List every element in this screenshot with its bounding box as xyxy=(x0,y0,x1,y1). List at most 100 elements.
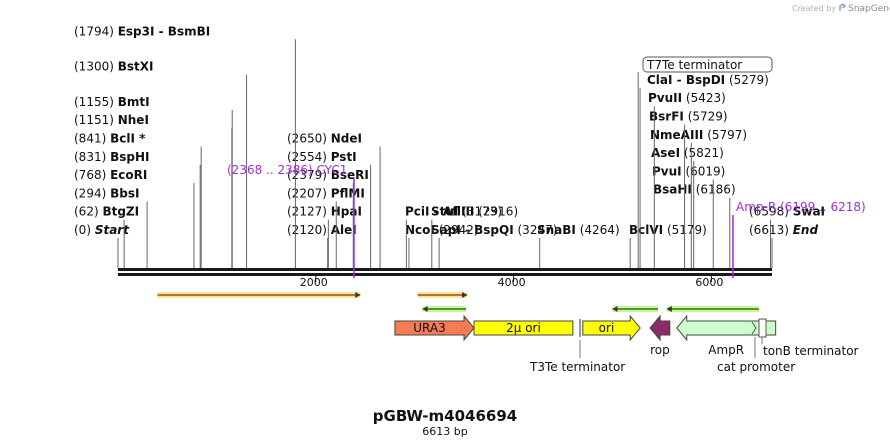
enzyme-site[interactable]: BsaHI (6186) xyxy=(653,183,736,197)
enzyme-name: NdeI xyxy=(331,132,362,146)
feature-glyph xyxy=(751,321,757,335)
feature-label: ori xyxy=(599,321,615,335)
enzyme-position: (831) xyxy=(74,150,110,164)
enzyme-position: (2379) xyxy=(287,168,331,182)
plasmid-length: 6613 bp xyxy=(422,425,468,438)
enzyme-site[interactable]: (768) EcoRI xyxy=(74,168,147,182)
enzyme-site[interactable]: (6613) End xyxy=(749,223,818,237)
enzyme-position: (6019) xyxy=(682,164,726,178)
t7te-terminator-label: T7Te terminator xyxy=(646,58,742,72)
feature-t3te-terminator[interactable]: T3Te terminator xyxy=(529,319,625,374)
enzyme-site[interactable]: (6598) SwaI xyxy=(749,205,825,219)
svg-text:(0) Start: (0) Start xyxy=(74,223,130,237)
enzyme-position: (1151) xyxy=(74,113,118,127)
highlight-site[interactable]: (2368 .. 2386) CYC1 xyxy=(227,163,355,278)
svg-text:(2120) AleI: (2120) AleI xyxy=(287,223,357,237)
enzyme-leader-lines xyxy=(117,39,773,268)
svg-text:(841) BclI *: (841) BclI * xyxy=(74,132,146,146)
svg-text:(2207) PflMI: (2207) PflMI xyxy=(287,186,365,200)
enzyme-site[interactable]: (1155) BmtI xyxy=(74,95,150,109)
enzyme-position: (2942) xyxy=(435,223,479,237)
credit-brand: SnapGene xyxy=(848,4,890,14)
snapgene-logo-icon xyxy=(838,3,846,12)
svg-text:(2127) HpaI: (2127) HpaI xyxy=(287,205,362,219)
enzyme-site[interactable]: (2554) PstI xyxy=(287,150,357,164)
enzyme-site[interactable]: (62) BtgZI xyxy=(74,205,139,219)
svg-text:(1794) Esp3I - BsmBI: (1794) Esp3I - BsmBI xyxy=(74,24,210,38)
enzyme-site[interactable]: PciI - AflIII (2916) xyxy=(405,205,518,219)
enzyme-site[interactable]: NmeAIII (5797) xyxy=(650,128,747,142)
t7te-terminator-box[interactable] xyxy=(642,56,773,73)
enzyme-site[interactable]: (2207) PflMI xyxy=(287,186,365,200)
enzyme-site[interactable]: (831) BspHI xyxy=(74,150,149,164)
highlight-range: (2368 .. 2386) xyxy=(227,163,317,177)
highlight-range: (6199 .. 6218) xyxy=(780,200,866,214)
feature-ura3[interactable]: URA3 xyxy=(394,314,475,342)
svg-text:(831) BspHI: (831) BspHI xyxy=(74,150,149,164)
feature-2-ori[interactable]: 2μ ori xyxy=(473,320,574,336)
enzyme-site[interactable]: PvuI (6019) xyxy=(652,164,725,178)
enzyme-site[interactable]: SnaBI (4264) xyxy=(537,223,620,237)
enzyme-site[interactable]: NcoI (2942) xyxy=(405,223,479,237)
enzyme-name: BspHI xyxy=(110,150,149,164)
enzyme-site[interactable]: StuI (3173) xyxy=(431,205,502,219)
primer-arrow[interactable] xyxy=(422,306,467,312)
svg-text:BsaHI (6186): BsaHI (6186) xyxy=(653,183,736,197)
primer-head xyxy=(422,306,428,312)
enzyme-site[interactable]: (2650) NdeI xyxy=(287,132,362,146)
enzyme-site[interactable]: SapI - BspQI (3247) xyxy=(431,223,557,237)
primer-head xyxy=(666,306,672,312)
svg-text:NcoI (2942): NcoI (2942) xyxy=(405,223,479,237)
enzyme-site[interactable]: BsrFI (5729) xyxy=(649,110,728,124)
enzyme-name: BbsI xyxy=(110,186,139,200)
primer-arrow[interactable] xyxy=(666,306,759,312)
enzyme-site[interactable]: (2379) BseRI xyxy=(287,168,369,182)
plasmid-title: pGBW-m4046694 xyxy=(372,407,518,425)
enzyme-name: BclVI xyxy=(629,223,663,237)
feature-tonb-terminator[interactable]: tonB terminator xyxy=(758,318,859,358)
feature-label: AmpR xyxy=(708,343,744,357)
feature-shape xyxy=(473,320,574,336)
enzyme-site[interactable]: BclVI (5179) xyxy=(629,223,707,237)
svg-text:Amp-R (6199 .. 6218): Amp-R (6199 .. 6218) xyxy=(736,200,866,214)
primer-arrow[interactable] xyxy=(417,292,468,298)
enzyme-site[interactable]: (2127) HpaI xyxy=(287,205,362,219)
enzyme-site[interactable]: (1794) Esp3I - BsmBI xyxy=(74,24,210,38)
enzyme-position: (5729) xyxy=(684,110,728,124)
enzyme-name: StuI xyxy=(431,205,458,219)
enzyme-position: (5423) xyxy=(682,91,726,105)
primer-head xyxy=(462,292,468,298)
svg-text:PvuII (5423): PvuII (5423) xyxy=(648,91,726,105)
enzyme-site[interactable]: (1151) NheI xyxy=(74,113,149,127)
enzyme-name: SwaI xyxy=(793,205,825,219)
enzyme-site[interactable]: (2120) AleI xyxy=(287,223,357,237)
enzyme-site[interactable]: (294) BbsI xyxy=(74,186,139,200)
enzyme-site[interactable]: (841) BclI * xyxy=(74,132,146,146)
svg-text:(1155) BmtI: (1155) BmtI xyxy=(74,95,150,109)
enzyme-position: (3247) xyxy=(514,223,558,237)
svg-text:(6613) End: (6613) End xyxy=(749,223,818,237)
enzyme-name: PflMI xyxy=(331,186,365,200)
enzyme-site[interactable]: (1300) BstXI xyxy=(74,60,153,74)
svg-text:(2379) BseRI: (2379) BseRI xyxy=(287,168,369,182)
feature-label: rop xyxy=(650,343,670,357)
feature-ori[interactable]: ori xyxy=(582,314,641,342)
enzyme-position: (2554) xyxy=(287,150,331,164)
svg-text:AseI (5821): AseI (5821) xyxy=(651,146,724,160)
enzyme-name: NcoI xyxy=(405,223,435,237)
primer-arrow[interactable] xyxy=(612,306,658,312)
highlight-site[interactable]: Amp-R (6199 .. 6218) xyxy=(732,200,866,278)
primer-arrow[interactable] xyxy=(157,292,361,298)
enzyme-site[interactable]: PvuII (5423) xyxy=(648,91,726,105)
enzyme-site[interactable]: (0) Start xyxy=(74,223,130,237)
enzyme-site[interactable]: ClaI - BspDI (5279) xyxy=(647,73,769,87)
enzyme-position: (5821) xyxy=(680,146,724,160)
enzyme-position: (2207) xyxy=(287,186,331,200)
feature-rop[interactable]: rop xyxy=(649,314,671,357)
svg-text:BclVI (5179): BclVI (5179) xyxy=(629,223,707,237)
feature-cat-promoter[interactable]: cat promoter xyxy=(717,321,795,374)
enzyme-site[interactable]: AseI (5821) xyxy=(651,146,724,160)
enzyme-name: AleI xyxy=(331,223,357,237)
